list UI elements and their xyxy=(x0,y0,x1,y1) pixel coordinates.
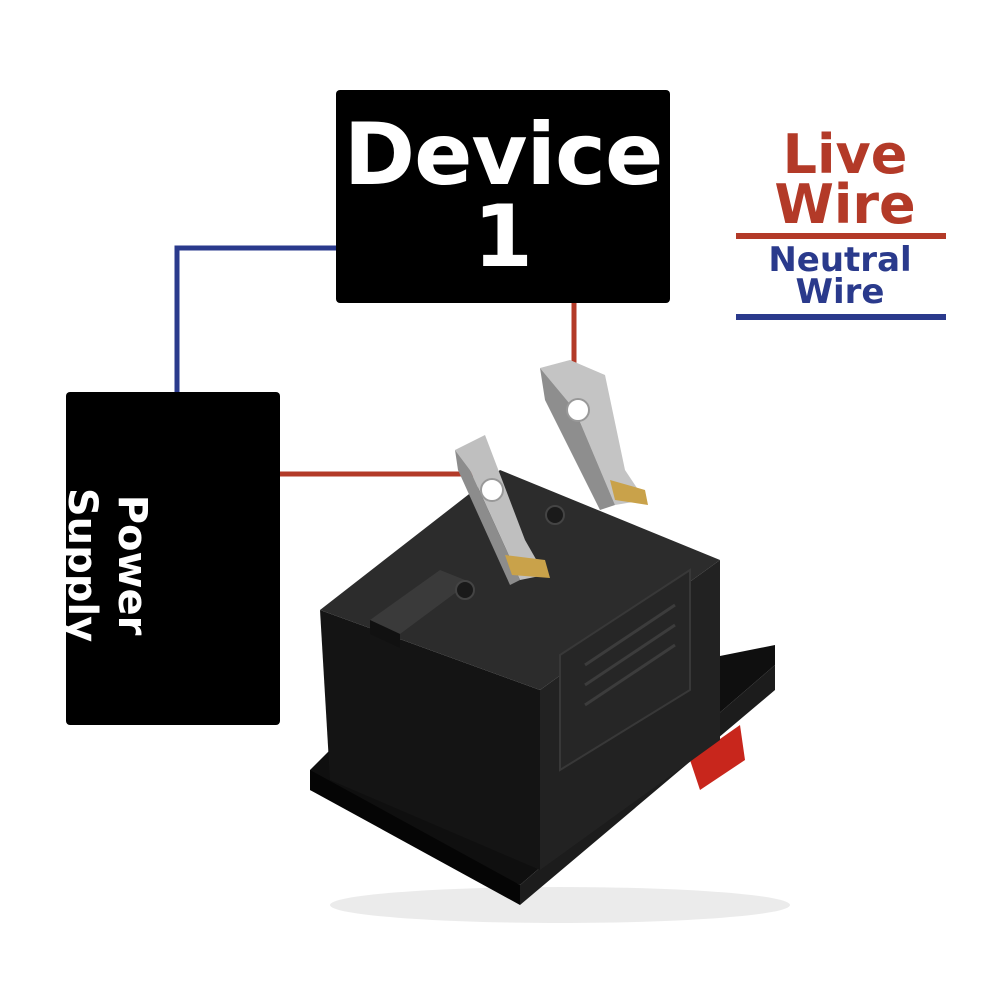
power-supply-box xyxy=(66,392,280,725)
live-wire-label: Live Wire xyxy=(774,123,916,236)
neutral-wire-label: Neutral Wire xyxy=(768,240,912,312)
device-number: 1 xyxy=(473,186,533,287)
device-box: Device 1 xyxy=(336,90,670,303)
power-supply-label: Power Supply xyxy=(59,487,155,643)
device-title: Device xyxy=(343,104,664,205)
rocker-switch-icon xyxy=(310,360,790,923)
neutral-wire xyxy=(174,245,336,392)
